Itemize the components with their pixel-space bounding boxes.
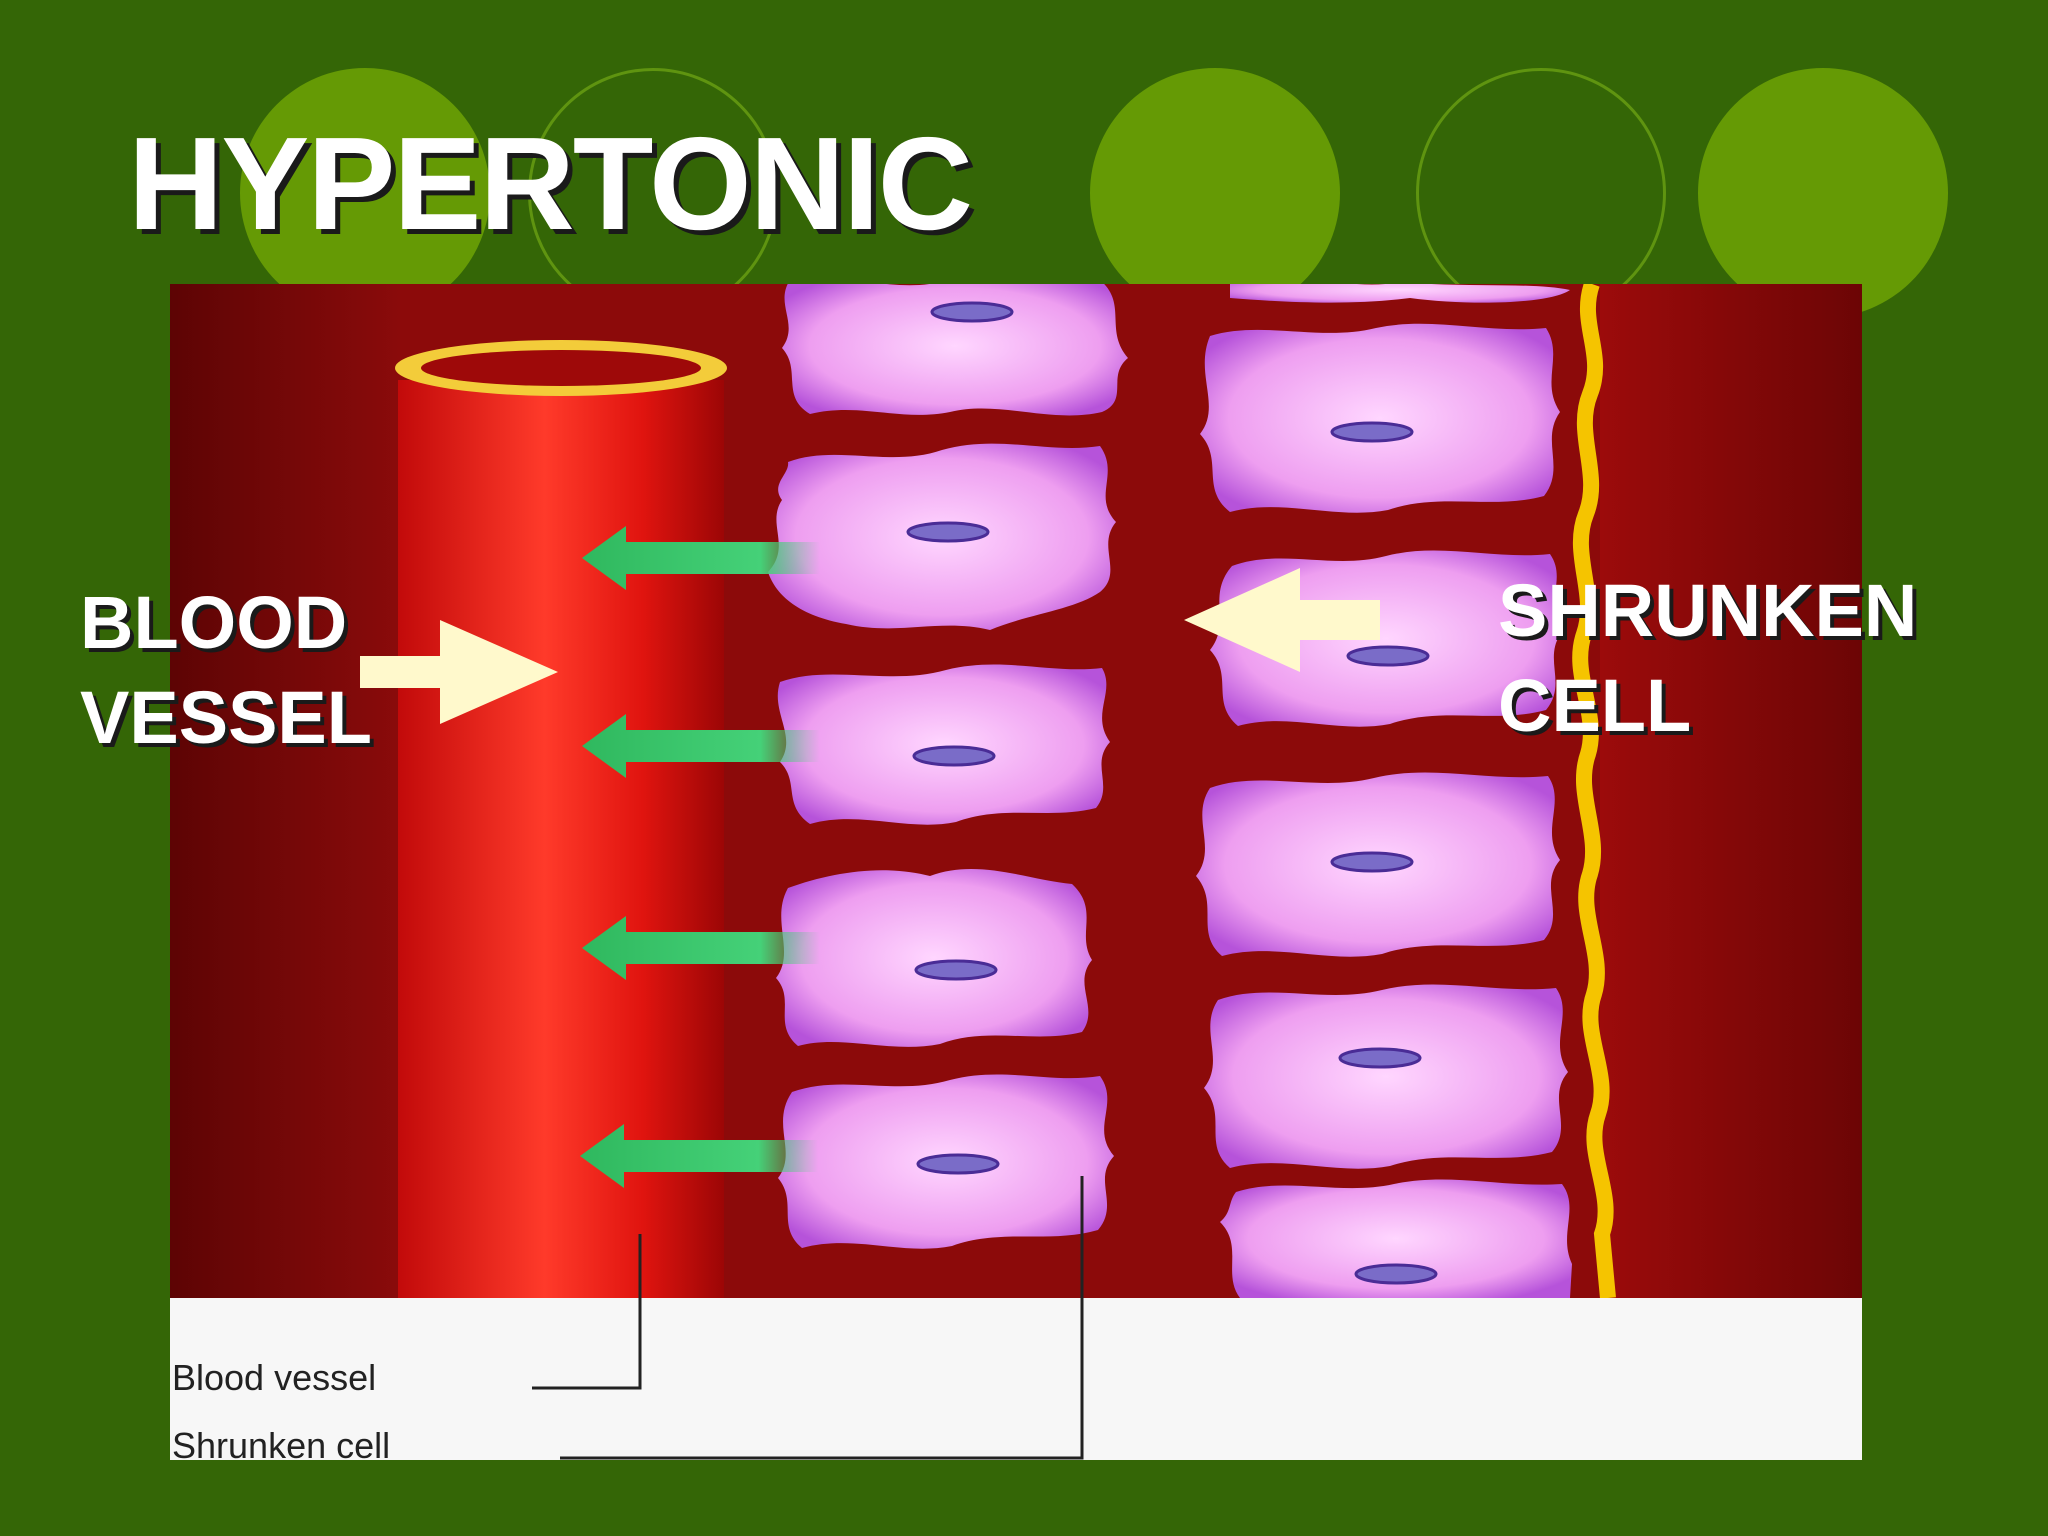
label-blood-vessel: BLOOD VESSEL (80, 576, 372, 765)
cell-nucleus (1330, 851, 1414, 873)
slide-title: HYPERTONIC (128, 110, 973, 257)
decor-circle-1 (240, 68, 490, 318)
cell-nucleus (912, 745, 996, 767)
label-blood-vessel-line-1: BLOOD (80, 581, 348, 664)
legend-leader-line-vessel (532, 1234, 642, 1390)
shrunken-cell (1230, 284, 1570, 303)
tissue-right-region (1600, 284, 1862, 1298)
legend-label-blood-vessel: Blood vessel (172, 1357, 377, 1398)
legend-label-shrunken-cell: Shrunken cell (172, 1425, 391, 1466)
shrunken-cell (1200, 323, 1560, 513)
legend-panel (170, 1298, 1862, 1460)
label-shrunken-cell: SHRUNKEN CELL (1498, 564, 1917, 753)
water-arrows (580, 526, 820, 1188)
water-arrow-left-icon (582, 714, 820, 778)
decor-circle-4 (1416, 68, 1666, 318)
cell-nucleus (1330, 421, 1414, 443)
water-arrow-left-icon (582, 526, 820, 590)
shrunken-cell (776, 869, 1092, 1047)
shrunken-cell (1204, 984, 1568, 1169)
shrunken-cell (777, 664, 1110, 825)
label-blood-vessel-line-2: VESSEL (80, 675, 372, 759)
decor-circle-3 (1090, 68, 1340, 318)
label-shrunken-cell-line-1: SHRUNKEN (1498, 569, 1918, 652)
tissue-left-shade (170, 284, 400, 1298)
hypertonic-diagram (170, 284, 1862, 1460)
water-arrow-left-icon (580, 1124, 818, 1188)
blood-vessel-opening (421, 350, 701, 386)
cell-nucleus (1338, 1047, 1422, 1069)
water-arrow-left-icon (582, 916, 820, 980)
pointer-arrow-right-icon (360, 620, 558, 724)
cell-nucleus (914, 959, 998, 981)
pointer-arrow-left-icon (1184, 568, 1380, 672)
cells-column-1 (768, 284, 1128, 1249)
cell-nucleus (930, 301, 1014, 323)
cells-column-2 (1196, 284, 1572, 1298)
hypertonic-figure: Blood vessel Shrunken cell (170, 284, 1862, 1464)
label-shrunken-cell-line-2: CELL (1498, 663, 1692, 747)
shrunken-cell (782, 284, 1128, 416)
decor-circle-5 (1698, 68, 1948, 318)
legend-leader-line-cell (560, 1176, 1084, 1460)
cell-nucleus (1346, 645, 1430, 667)
cell-nucleus (906, 521, 990, 543)
cell-nucleus (916, 1153, 1000, 1175)
cell-nucleus (1354, 1263, 1438, 1285)
shrunken-cell (1220, 1179, 1572, 1298)
cell-membrane-line (1572, 284, 1616, 1299)
